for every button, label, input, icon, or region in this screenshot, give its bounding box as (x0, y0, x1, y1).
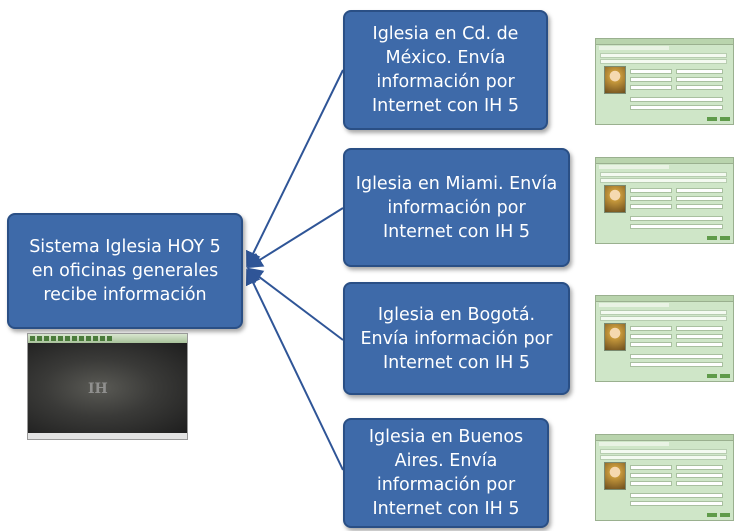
branch-mexico-line-2: México. Envía (385, 48, 506, 68)
branch-node-bogota: Iglesia en Bogotá. Envía información por… (343, 282, 570, 395)
branch-buenos-aires-line-4: Internet con IH 5 (372, 499, 520, 519)
branch-mexico-line-4: Internet con IH 5 (371, 96, 520, 116)
form-screenshot-mexico (595, 38, 734, 125)
central-node-line-1: Sistema Iglesia HOY 5 (29, 237, 221, 257)
connector-mexico (246, 69, 344, 268)
central-node: Sistema Iglesia HOY 5 en oficinas genera… (7, 213, 243, 329)
branch-miami-line-1: Iglesia en Miami. Envía (355, 173, 558, 194)
form-screenshot-miami (595, 157, 734, 244)
branch-buenos-aires-line-2: Aires. Envía (394, 451, 498, 471)
branch-bogota-line-2: Envía información por (360, 328, 553, 349)
member-photo-icon (604, 185, 626, 213)
branch-bogota-line-1: Iglesia en Bogotá. (377, 304, 536, 325)
member-photo-icon (604, 323, 626, 351)
branch-node-mexico: Iglesia en Cd. de México. Envía informac… (343, 10, 548, 130)
branch-mexico-line-3: información por (376, 72, 515, 92)
app-toolbar (28, 334, 187, 343)
form-screenshot-bogota (595, 295, 734, 382)
branch-node-buenos-aires: Iglesia en Buenos Aires. Envía informaci… (343, 418, 549, 528)
central-node-line-2: en oficinas generales (31, 261, 219, 281)
connector-miami (246, 207, 344, 269)
app-background: IH (28, 343, 187, 433)
connector-bogota (246, 267, 344, 341)
taskbar (28, 433, 187, 439)
connector-buenos-aires (245, 268, 344, 471)
branch-buenos-aires-line-3: información por (376, 475, 516, 495)
ih-logo-icon: IH (88, 381, 108, 397)
form-screenshot-buenos-aires (595, 434, 734, 521)
branch-node-miami: Iglesia en Miami. Envía información por … (343, 148, 570, 267)
desktop-screenshot-thumbnail: IH (27, 333, 188, 440)
branch-miami-line-3: Internet con IH 5 (382, 221, 531, 242)
branch-bogota-line-3: Internet con IH 5 (382, 352, 531, 373)
branch-mexico-line-1: Iglesia en Cd. de (372, 24, 519, 44)
central-node-line-3: recibe información (43, 285, 207, 305)
member-photo-icon (604, 462, 626, 490)
member-photo-icon (604, 66, 626, 94)
branch-buenos-aires-line-1: Iglesia en Buenos (368, 427, 524, 447)
branch-miami-line-2: información por (387, 197, 526, 218)
